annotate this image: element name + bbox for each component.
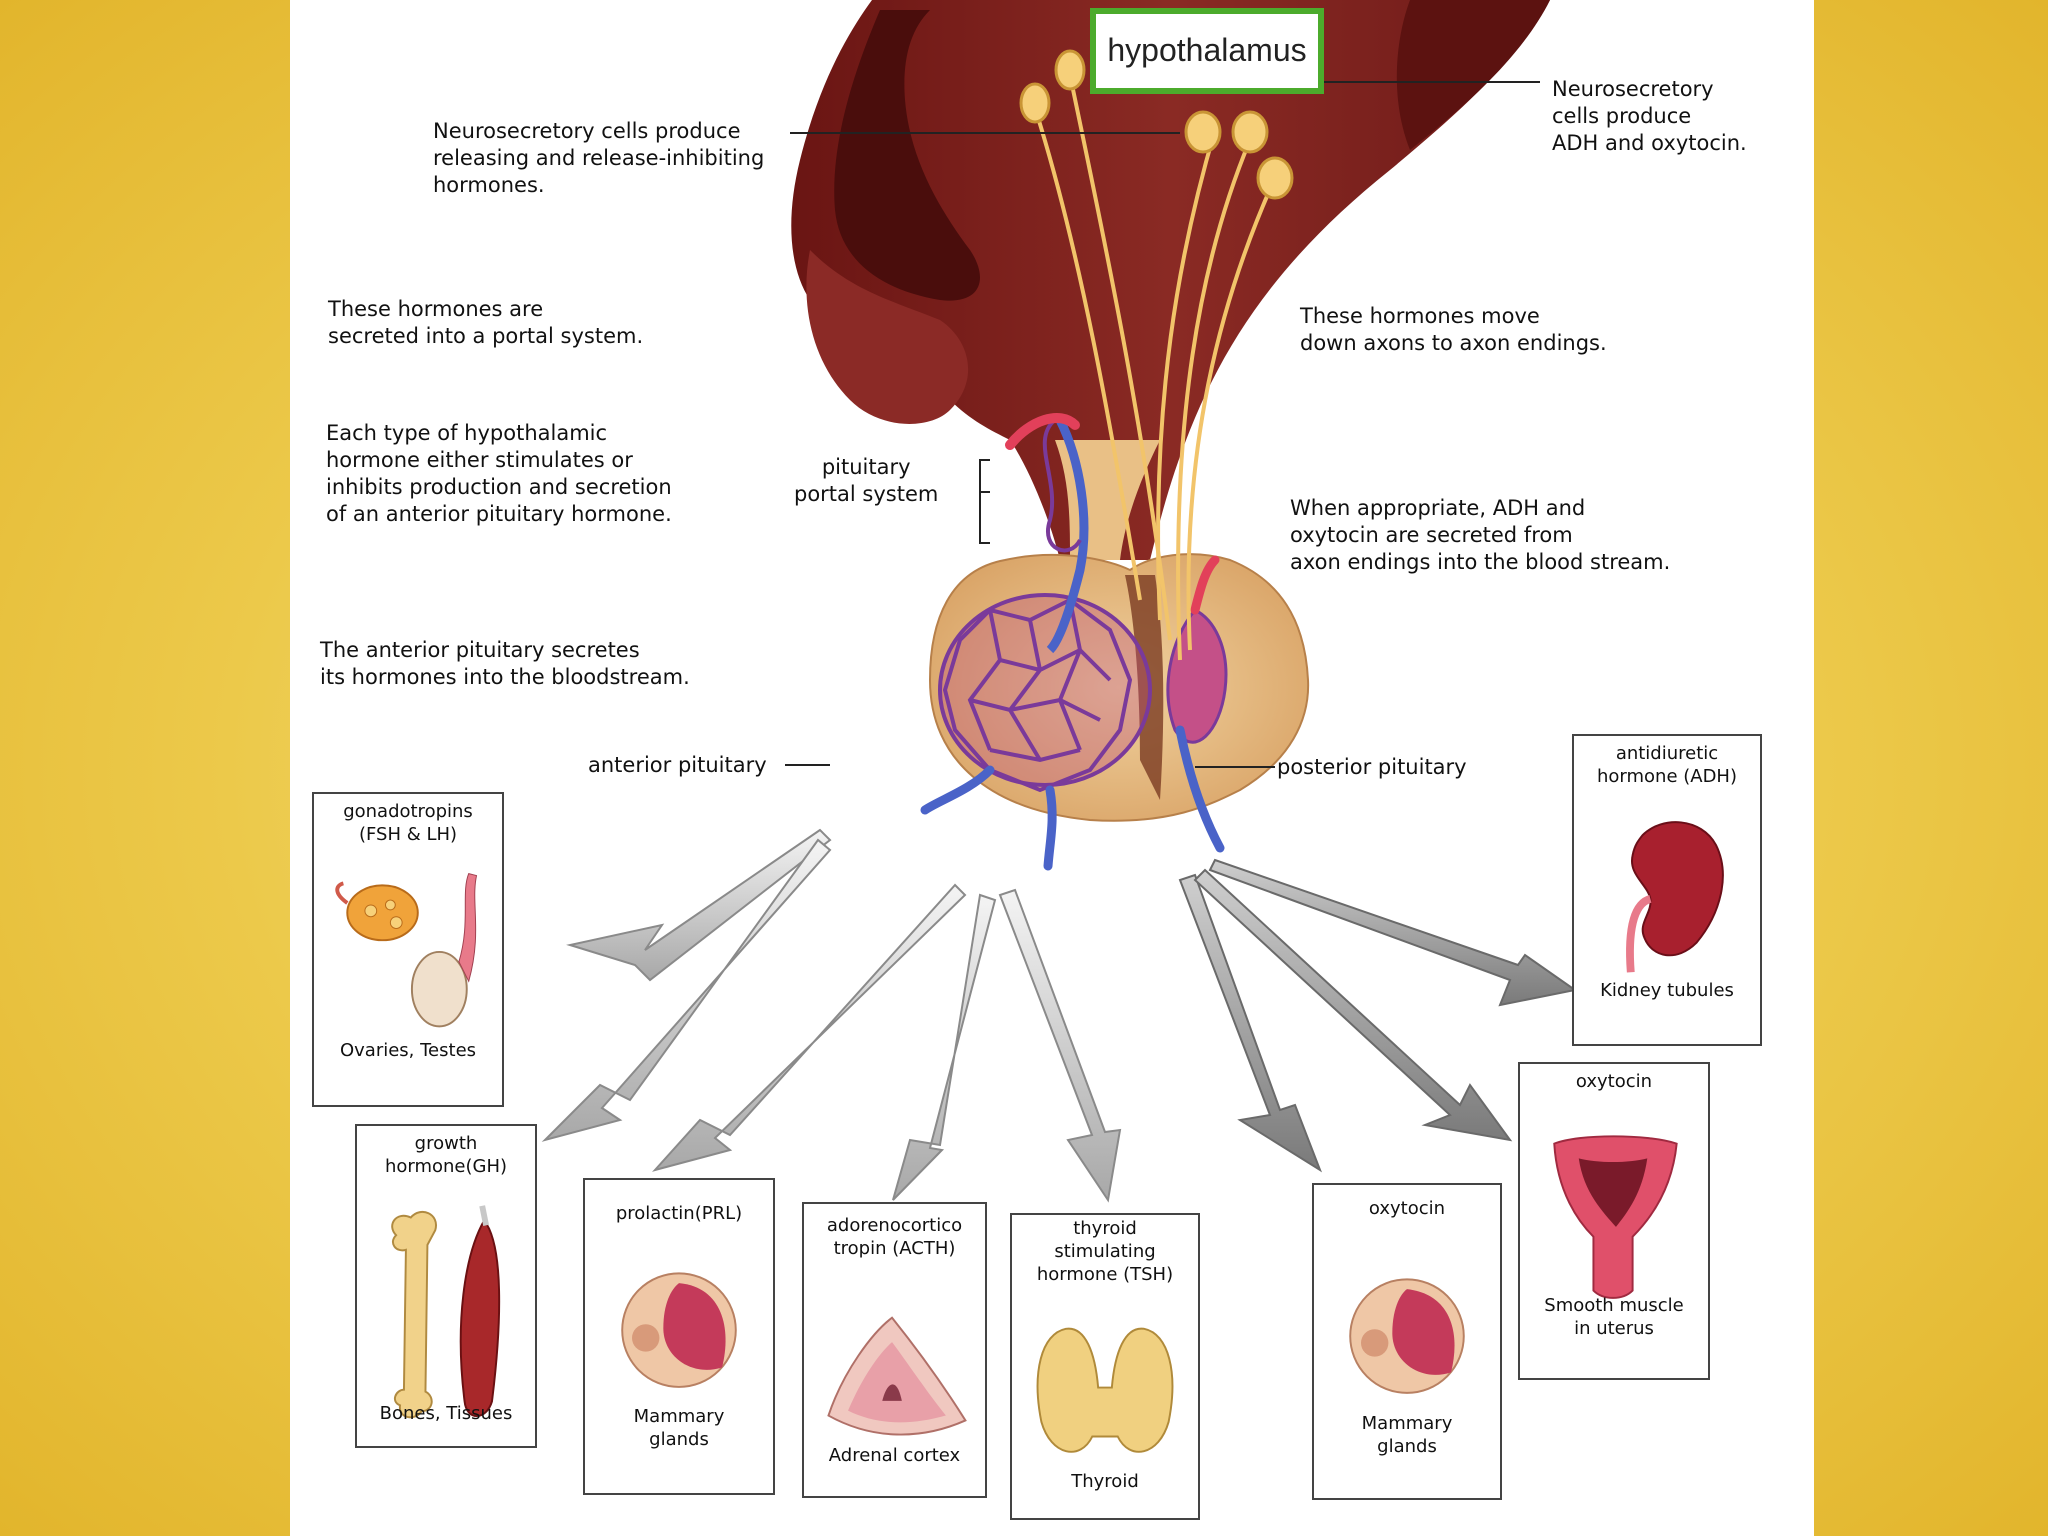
hormone-label: gonadotropins (FSH & LH) <box>343 801 473 845</box>
target-box-growth-hormone: growth hormone(GH) Bones, Tissues <box>355 1124 537 1448</box>
adrenal-cortex-icon <box>827 1316 967 1436</box>
hormone-label: growth hormone(GH) <box>384 1133 508 1177</box>
label-anterior-secretes: The anterior pituitary secretes its horm… <box>320 638 690 689</box>
target-box-oxytocin-mammary: oxytocin Mammary glands <box>1312 1183 1502 1500</box>
hormone-label: thyroid stimulating hormone (TSH) <box>1036 1218 1174 1285</box>
hormone-label: prolactin(PRL) <box>615 1203 743 1224</box>
page-title: hypothalamus <box>1107 32 1307 68</box>
organ-label: Adrenal cortex <box>828 1445 961 1466</box>
target-box-acth: adorenocortico tropin (ACTH) Adrenal cor… <box>802 1202 987 1498</box>
neurosecretory-cells <box>1019 49 1294 200</box>
anterior-capillary-network <box>938 593 1152 793</box>
brain-tissue <box>791 0 1550 560</box>
label-move-down: These hormones move down axons to axon e… <box>1300 304 1607 355</box>
title-box: hypothalamus <box>1090 8 1324 94</box>
organ-label: Kidney tubules <box>1600 980 1734 1001</box>
brain-fold <box>834 10 980 301</box>
organ-label: Mammary glands <box>633 1406 725 1450</box>
label-each-type: Each type of hypothalamic hormone either… <box>326 421 672 526</box>
mammary-gland-icon <box>621 1272 737 1388</box>
gland-cleft <box>1125 575 1164 800</box>
brain-lobe <box>806 250 969 424</box>
posterior-capillary <box>1166 608 1228 744</box>
thyroid-icon <box>1036 1327 1174 1453</box>
ovary-testis-icon <box>335 873 478 1028</box>
axon-bundle <box>1033 74 1277 661</box>
target-box-adh: antidiuretic hormone (ADH) Kidney tubule… <box>1572 734 1762 1046</box>
target-box-gonadotropins: gonadotropins (FSH & LH) Ovaries, Testes <box>312 792 504 1107</box>
hormone-label: oxytocin <box>1575 1071 1653 1092</box>
organ-label: Thyroid <box>1071 1471 1139 1492</box>
kidney-icon <box>1626 821 1724 973</box>
pituitary-gland <box>928 553 1310 822</box>
organ-label: Bones, Tissues <box>379 1403 513 1424</box>
organ-label: Ovaries, Testes <box>339 1040 477 1061</box>
brain-shadow <box>1396 0 1550 150</box>
posterior-vein <box>1175 725 1225 853</box>
slide: hypothalamus Neurosecretory cells produc… <box>290 0 1814 1536</box>
organ-label: Smooth muscle in uterus <box>1544 1295 1684 1339</box>
organ-label: Mammary glands <box>1361 1413 1453 1457</box>
top-red-vessel <box>1005 412 1080 450</box>
label-pituitary-portal-system: pituitary portal system <box>794 455 939 506</box>
label-neurosecretory-adh: Neurosecretory cells produce ADH and oxy… <box>1552 77 1747 155</box>
hormone-label: adorenocortico tropin (ACTH) <box>826 1215 963 1259</box>
hormone-label: antidiuretic hormone (ADH) <box>1596 743 1737 787</box>
uterus-icon <box>1553 1135 1678 1299</box>
posterior-arrows <box>1178 858 1578 1173</box>
posterior-red-vessel <box>1190 555 1220 615</box>
portal-vessel <box>1046 417 1089 654</box>
portal-capillary-top <box>1042 418 1082 553</box>
label-anterior-pituitary: anterior pituitary <box>588 753 767 777</box>
label-neurosecretory-releasing: Neurosecretory cells produce releasing a… <box>433 119 765 197</box>
anterior-vein-center <box>1043 785 1057 871</box>
target-box-oxytocin-uterus: oxytocin Smooth muscle in uterus <box>1518 1062 1710 1380</box>
target-box-tsh: thyroid stimulating hormone (TSH) Thyroi… <box>1010 1213 1200 1520</box>
anterior-vein-left <box>920 765 995 815</box>
pituitary-diagram-art <box>541 0 1578 1203</box>
bone-muscle-icon <box>391 1205 501 1419</box>
target-box-prolactin: prolactin(PRL) Mammary glands <box>583 1178 775 1495</box>
label-when-appropriate: When appropriate, ADH and oxytocin are s… <box>1290 496 1671 574</box>
hormone-label: oxytocin <box>1368 1198 1446 1219</box>
anterior-arrows <box>541 828 1122 1203</box>
label-portal-secreted: These hormones are secreted into a porta… <box>328 297 644 348</box>
mammary-gland-icon <box>1349 1278 1465 1394</box>
label-posterior-pituitary: posterior pituitary <box>1277 755 1467 779</box>
